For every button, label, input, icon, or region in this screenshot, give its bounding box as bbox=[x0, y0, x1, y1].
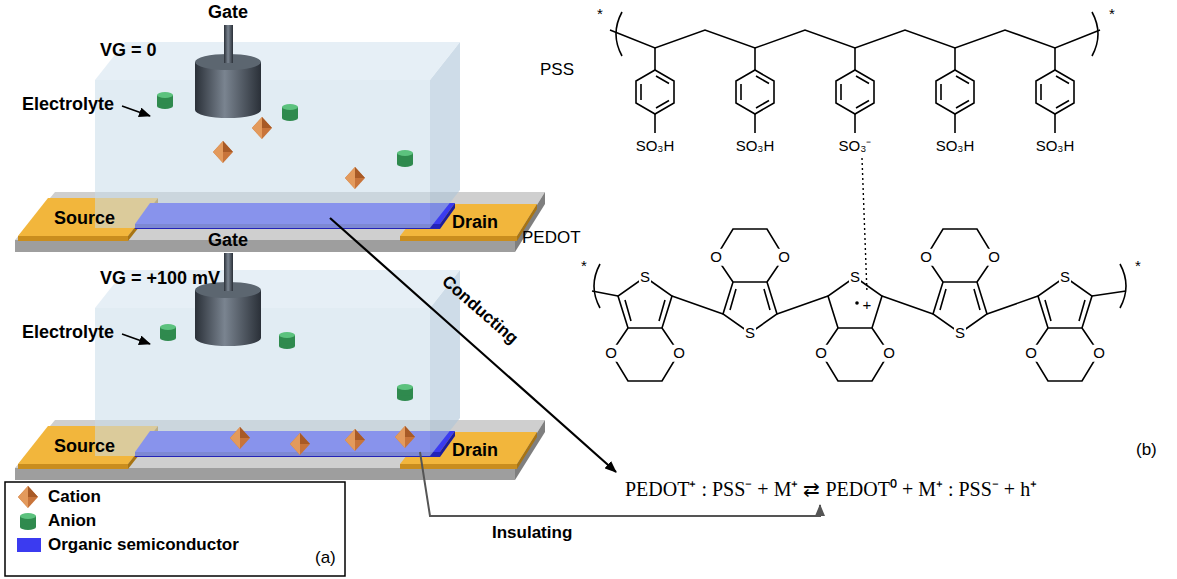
thiophene-ring bbox=[821, 277, 889, 381]
legend-label: Organic semiconductor bbox=[48, 535, 239, 555]
radical-dot bbox=[855, 301, 859, 305]
state-label: Insulating bbox=[492, 523, 572, 543]
sulfonate-group: SO₃H bbox=[635, 138, 676, 155]
anion bbox=[397, 384, 413, 401]
gate-voltage: VG = +100 mV bbox=[100, 268, 220, 289]
reaction-equation: PEDOT⁺ : PSS⁻ + M⁺ ⇄ PEDOT⁰ + M⁺ : PSS⁻ … bbox=[625, 478, 1037, 501]
phenyl-ring bbox=[1036, 48, 1074, 133]
electrolyte-label: Electrolyte bbox=[22, 94, 114, 115]
thiophene-ring bbox=[926, 229, 994, 333]
anion bbox=[157, 92, 173, 109]
thiophene-ring bbox=[1031, 277, 1099, 381]
legend-label: Anion bbox=[48, 511, 96, 531]
repeat-bracket bbox=[616, 12, 622, 56]
cation bbox=[395, 426, 415, 448]
oxygen-atom: O bbox=[987, 249, 1001, 266]
repeat-bracket bbox=[594, 264, 600, 308]
thiophene-ring bbox=[611, 277, 679, 381]
repeat-bracket bbox=[1092, 12, 1098, 56]
cation bbox=[345, 167, 365, 189]
cation bbox=[345, 429, 365, 451]
oxygen-atom: O bbox=[1092, 345, 1106, 362]
legend-box bbox=[5, 482, 345, 576]
pad-label: Drain bbox=[452, 212, 498, 233]
pss-backbone bbox=[610, 30, 1100, 48]
sulfonate-group: SO₃H bbox=[935, 138, 976, 155]
oxygen-atom: O bbox=[709, 249, 723, 266]
chain-end: * bbox=[580, 258, 588, 275]
oxygen-atom: O bbox=[672, 345, 686, 362]
chain-end: * bbox=[1108, 6, 1116, 23]
leader-arrow bbox=[122, 334, 150, 344]
pad-label: Source bbox=[54, 436, 115, 457]
chain-end: * bbox=[1134, 258, 1142, 275]
anion bbox=[160, 324, 176, 341]
cation bbox=[290, 433, 310, 455]
oxygen-atom: O bbox=[814, 345, 828, 362]
polymer-name: PSS bbox=[540, 60, 574, 80]
sulfur-atom: S bbox=[639, 269, 651, 286]
gate-voltage: VG = 0 bbox=[100, 40, 157, 61]
oxygen-atom: O bbox=[1024, 345, 1038, 362]
legend-cation-sample bbox=[18, 486, 38, 508]
pad-front bbox=[400, 236, 517, 241]
cation bbox=[213, 141, 233, 163]
phenyl-ring bbox=[636, 48, 674, 133]
cation bbox=[252, 117, 272, 139]
charge-sign: + bbox=[862, 297, 873, 314]
panel-letter: (a) bbox=[315, 548, 336, 568]
legend-label: Cation bbox=[48, 487, 101, 507]
anion bbox=[397, 150, 413, 167]
panel-letter: (b) bbox=[1136, 440, 1157, 460]
polymer-name: PEDOT bbox=[522, 228, 581, 248]
legend-anion-sample bbox=[20, 513, 36, 530]
pad-front bbox=[400, 464, 517, 469]
repeat-bracket bbox=[1120, 264, 1126, 308]
pad-front bbox=[18, 464, 128, 469]
sulfur-atom: S bbox=[954, 325, 966, 342]
pad-front bbox=[18, 236, 128, 241]
state-arrow bbox=[330, 218, 616, 472]
pad-label: Source bbox=[54, 208, 115, 229]
legend-swatch bbox=[17, 538, 41, 552]
oxygen-atom: O bbox=[882, 345, 896, 362]
sulfur-atom: S bbox=[1059, 269, 1071, 286]
electrolyte-label: Electrolyte bbox=[22, 322, 114, 343]
state-label: Conducting bbox=[438, 272, 522, 349]
leader-arrow bbox=[122, 106, 150, 116]
sulfonate-group: SO₃H bbox=[735, 138, 776, 155]
pad-label: Drain bbox=[452, 440, 498, 461]
sulfur-atom: S bbox=[849, 269, 861, 286]
sulfur-atom: S bbox=[744, 325, 756, 342]
cation bbox=[230, 427, 250, 449]
thiophene-ring bbox=[716, 229, 784, 333]
oxygen-atom: O bbox=[777, 249, 791, 266]
sulfonate-group: SO₃H bbox=[1035, 138, 1076, 155]
gate-label: Gate bbox=[208, 2, 248, 23]
anion bbox=[279, 332, 295, 349]
chain-end: * bbox=[596, 6, 604, 23]
transistor-device bbox=[95, 25, 460, 229]
gate-label: Gate bbox=[208, 230, 248, 251]
phenyl-ring bbox=[936, 48, 974, 133]
oxygen-atom: O bbox=[604, 345, 618, 362]
inter-ring-bond bbox=[592, 291, 1126, 314]
pad-side bbox=[517, 432, 537, 469]
sulfonate-group: SO₃⁻ bbox=[838, 138, 873, 155]
phenyl-ring bbox=[736, 48, 774, 133]
anion bbox=[282, 104, 298, 121]
oxygen-atom: O bbox=[919, 249, 933, 266]
phenyl-ring bbox=[836, 48, 874, 133]
ionic-interaction bbox=[862, 158, 867, 293]
